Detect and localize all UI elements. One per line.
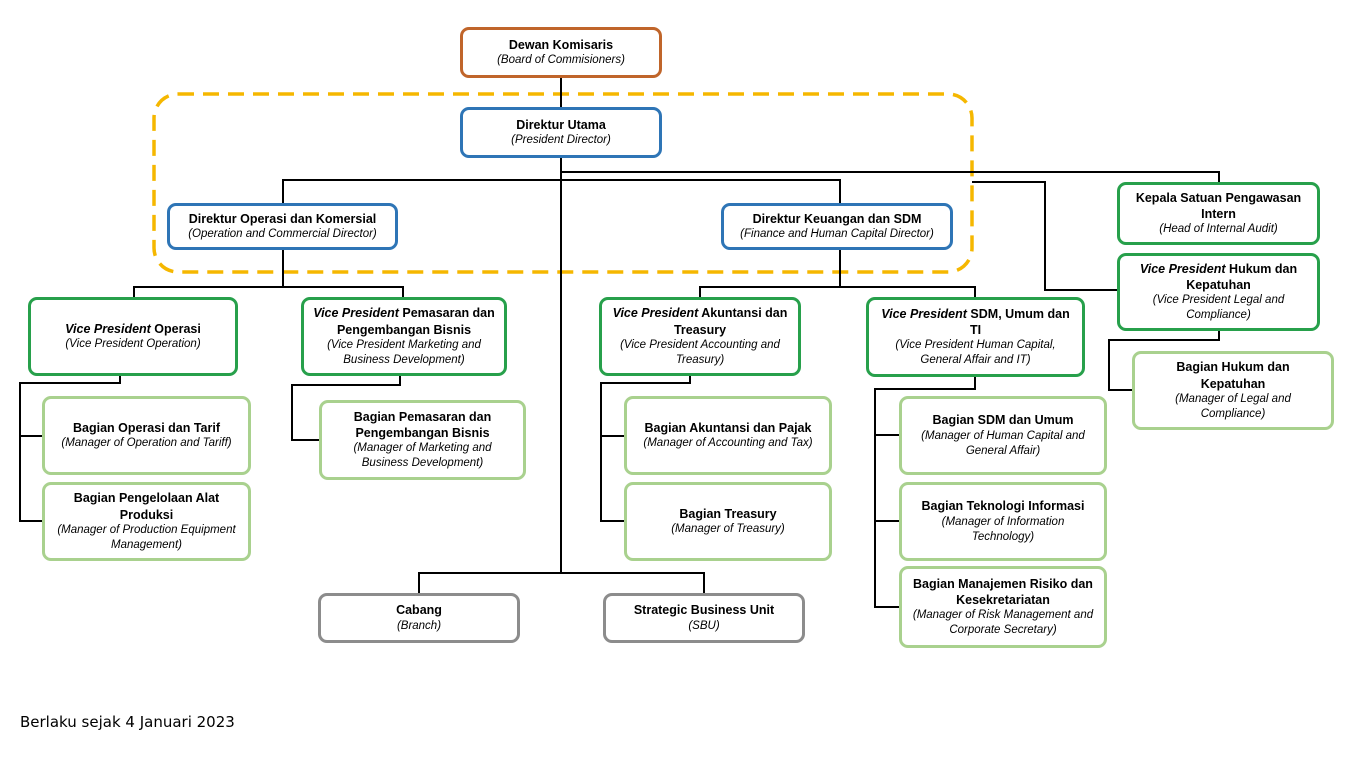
vp-prefix: Vice President (881, 306, 967, 321)
vp-operation-box: Vice President Operasi (Vice President O… (28, 297, 238, 376)
box-subtitle: (President Director) (511, 134, 611, 147)
title-rest: Pemasaran dan Pengembangan Bisnis (336, 306, 495, 337)
box-subtitle: (Manager of Information Technology) (941, 515, 1065, 543)
effective-date-note: Berlaku sejak 4 Januari 2023 (20, 713, 235, 731)
operation-commercial-director-box: Direktur Operasi dan Komersial (Operatio… (167, 203, 398, 250)
box-subtitle: (SBU) (688, 619, 720, 632)
box-title: Kepala Satuan Pengawasan Intern (1135, 190, 1302, 222)
title-rest: SDM, Umum dan TI (966, 306, 1070, 338)
vp-marketing-box: Vice President Pemasaran dan Pengembanga… (301, 297, 507, 376)
risk-management-unit-box: Bagian Manajemen Risiko dan Kesekretaria… (899, 566, 1107, 648)
box-subtitle: (Manager of Treasury) (671, 523, 785, 536)
box-title: Direktur Keuangan dan SDM (752, 211, 922, 226)
box-subtitle: (Manager of Human Capital and General Af… (921, 429, 1085, 457)
legal-compliance-unit-box: Bagian Hukum dan Kepatuhan (Manager of L… (1132, 351, 1334, 430)
box-subtitle: (Manager of Risk Management and Corporat… (912, 609, 1094, 637)
box-subtitle: (Finance and Human Capital Director) (740, 228, 934, 241)
title-rest: Akuntansi dan Treasury (673, 306, 788, 337)
branch-box: Cabang (Branch) (318, 593, 520, 643)
box-subtitle: (Manager of Operation and Tariff) (61, 437, 232, 450)
box-title: Strategic Business Unit (633, 603, 775, 618)
vp-accounting-box: Vice President Akuntansi dan Treasury (V… (599, 297, 801, 376)
box-subtitle: (Operation and Commercial Director) (188, 228, 377, 241)
box-subtitle: (Vice President Legal and Compliance) (1152, 294, 1285, 322)
vp-prefix: Vice President (612, 306, 699, 321)
box-title: Direktur Utama (516, 117, 606, 132)
title-rest: Operasi (150, 321, 201, 336)
box-title: Vice President Pemasaran dan Pengembanga… (312, 305, 496, 338)
finance-hc-director-box: Direktur Keuangan dan SDM (Finance and H… (721, 203, 953, 250)
box-title: Bagian Manajemen Risiko dan Kesekretaria… (913, 576, 1093, 608)
box-title: Bagian Hukum dan Kepatuhan (1176, 360, 1290, 391)
box-subtitle: (Vice President Operation) (65, 338, 201, 351)
vp-prefix: Vice President (1139, 261, 1226, 276)
marketing-unit-box: Bagian Pemasaran dan Pengembangan Bisnis… (319, 400, 526, 480)
human-capital-unit-box: Bagian SDM dan Umum (Manager of Human Ca… (899, 396, 1107, 475)
box-subtitle: (Vice President Accounting and Treasury) (620, 338, 780, 366)
title-rest: Hukum dan Kepatuhan (1186, 261, 1298, 293)
box-title: Vice President Akuntansi dan Treasury (610, 305, 790, 338)
box-title: Direktur Operasi dan Komersial (188, 211, 377, 226)
box-title: Bagian Treasury (679, 506, 777, 521)
treasury-unit-box: Bagian Treasury (Manager of Treasury) (624, 482, 832, 561)
box-title: Vice President SDM, Umum dan TI (877, 306, 1074, 339)
box-subtitle: (Manager of Production Equipment Managem… (57, 523, 236, 551)
box-title: Dewan Komisaris (508, 37, 614, 52)
box-title: Bagian Pemasaran dan Pengembangan Bisnis (353, 409, 492, 441)
box-subtitle: (Manager of Accounting and Tax) (643, 437, 813, 450)
operation-tariff-unit-box: Bagian Operasi dan Tarif (Manager of Ope… (42, 396, 251, 475)
box-title: Cabang (396, 603, 442, 618)
strategic-business-unit-box: Strategic Business Unit (SBU) (603, 593, 805, 643)
box-title: Bagian SDM dan Umum (932, 413, 1074, 428)
vp-legal-compliance-box: Vice President Hukum dan Kepatuhan (Vice… (1117, 253, 1320, 331)
connector-lines (19, 78, 1220, 608)
box-subtitle: (Manager of Marketing and Business Devel… (353, 442, 492, 470)
box-subtitle: (Head of Internal Audit) (1159, 223, 1278, 236)
box-title: Bagian Operasi dan Tarif (72, 420, 221, 435)
box-title: Vice President Operasi (65, 321, 201, 337)
president-director-box: Direktur Utama (President Director) (460, 107, 662, 158)
production-equipment-unit-box: Bagian Pengelolaan Alat Produksi (Manage… (42, 482, 251, 561)
board-of-commissioners-box: Dewan Komisaris (Board of Commisioners) (460, 27, 662, 78)
box-title: Bagian Teknologi Informasi (921, 499, 1085, 514)
box-subtitle: (Board of Commisioners) (497, 54, 625, 67)
internal-audit-box: Kepala Satuan Pengawasan Intern (Head of… (1117, 182, 1320, 245)
box-title: Bagian Pengelolaan Alat Produksi (73, 491, 220, 522)
box-subtitle: (Branch) (396, 619, 442, 632)
box-title: Bagian Akuntansi dan Pajak (644, 420, 812, 435)
box-subtitle: (Vice President Marketing and Business D… (327, 338, 481, 366)
box-title: Vice President Hukum dan Kepatuhan (1128, 261, 1309, 294)
vp-human-capital-box: Vice President SDM, Umum dan TI (Vice Pr… (866, 297, 1085, 377)
vp-prefix: Vice President (65, 321, 151, 336)
information-technology-unit-box: Bagian Teknologi Informasi (Manager of I… (899, 482, 1107, 561)
accounting-tax-unit-box: Bagian Akuntansi dan Pajak (Manager of A… (624, 396, 832, 475)
vp-prefix: Vice President (313, 306, 399, 321)
box-subtitle: (Vice President Human Capital, General A… (895, 339, 1056, 367)
board-of-directors-frame (152, 92, 974, 274)
box-subtitle: (Manager of Legal and Compliance) (1175, 392, 1291, 420)
